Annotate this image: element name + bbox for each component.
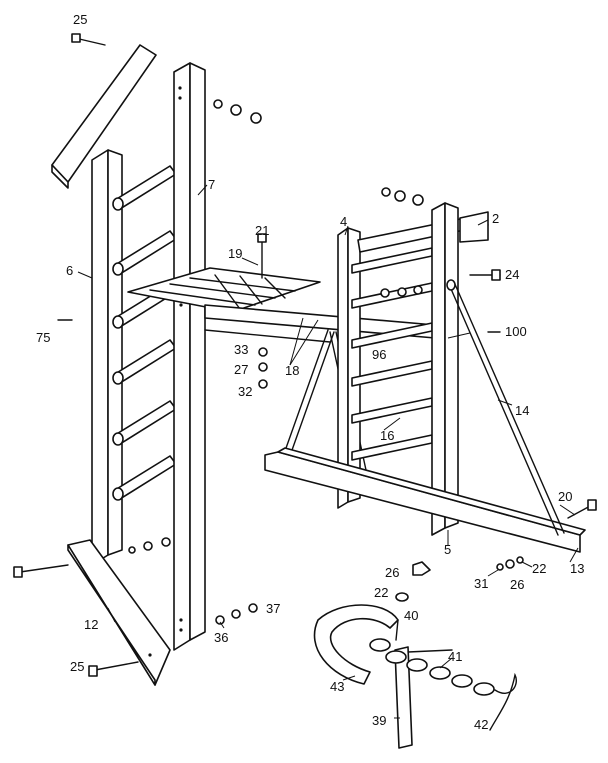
label-31: 31 — [474, 576, 489, 591]
label-16: 16 — [380, 428, 395, 443]
label-26-hanger: 26 — [385, 565, 400, 580]
label-6: 6 — [66, 263, 74, 278]
leader-lines — [77, 184, 579, 719]
label-42: 42 — [474, 717, 489, 732]
swing-hanger-assembly — [313, 561, 517, 749]
label-4: 4 — [340, 214, 348, 229]
label-41: 41 — [448, 649, 463, 664]
label-43: 43 — [330, 679, 345, 694]
upright-5 — [431, 202, 459, 536]
upright-7 — [173, 62, 206, 651]
label-40: 40 — [404, 608, 419, 623]
label-75: 75 — [36, 330, 51, 345]
label-12: 12 — [84, 617, 99, 632]
label-21: 21 — [255, 223, 270, 238]
label-14: 14 — [515, 403, 530, 418]
label-2: 2 — [492, 211, 500, 226]
label-5: 5 — [444, 542, 452, 557]
top-rail-2 — [357, 211, 489, 253]
label-18: 18 — [285, 363, 300, 378]
label-32: 32 — [238, 384, 253, 399]
label-25-bottom: 25 — [70, 659, 85, 674]
label-24: 24 — [505, 267, 520, 282]
label-7: 7 — [208, 177, 216, 192]
label-39: 39 — [372, 713, 387, 728]
fasteners — [13, 33, 597, 677]
upright-4 — [337, 227, 361, 509]
label-96: 96 — [372, 347, 387, 362]
label-13: 13 — [570, 561, 585, 576]
label-22-hanger: 22 — [374, 585, 389, 600]
label-19: 19 — [228, 246, 243, 261]
label-36: 36 — [214, 630, 229, 645]
label-25-top: 25 — [73, 12, 88, 27]
top-crossbeam — [51, 44, 157, 189]
label-26-right: 26 — [510, 577, 525, 592]
base-beam-13 — [264, 447, 586, 553]
label-100: 100 — [505, 324, 527, 339]
platform-19 — [127, 267, 321, 313]
label-20: 20 — [558, 489, 573, 504]
label-22-right: 22 — [532, 561, 547, 576]
ladder-rail-6 — [91, 149, 123, 566]
label-27: 27 — [234, 362, 249, 377]
diagonal-brace-14 — [446, 279, 565, 536]
label-33: 33 — [234, 342, 249, 357]
label-37: 37 — [266, 601, 281, 616]
